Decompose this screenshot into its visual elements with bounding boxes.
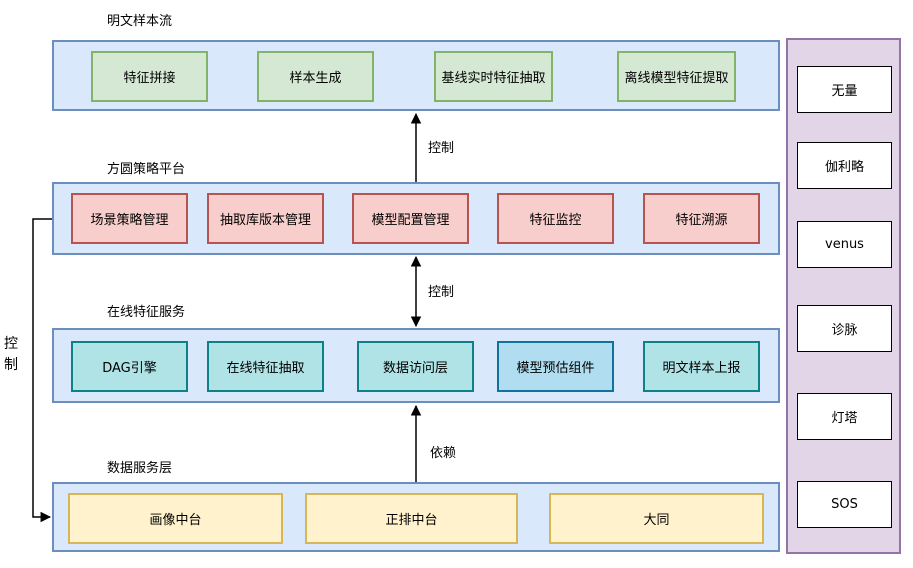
box-model-config-management: 模型配置管理 — [352, 193, 469, 244]
layer-title-online-feature-service: 在线特征服务 — [107, 305, 186, 320]
edge-label-control-top: 控制 — [428, 141, 455, 156]
box-scene-strategy-management: 场景策略管理 — [71, 193, 188, 244]
box-feature-tracing: 特征溯源 — [643, 193, 760, 244]
box-data-access-layer: 数据访问层 — [357, 341, 474, 392]
box-feature-stitching: 特征拼接 — [91, 51, 208, 102]
box-forward-index-middle-platform: 正排中台 — [305, 493, 518, 544]
box-feature-monitoring: 特征监控 — [497, 193, 614, 244]
box-extraction-lib-version-management: 抽取库版本管理 — [207, 193, 324, 244]
box-sample-generation: 样本生成 — [257, 51, 374, 102]
side-item-wuliang: 无量 — [797, 66, 892, 113]
side-item-sos: SOS — [797, 481, 892, 528]
layer-title-data-service-layer: 数据服务层 — [107, 461, 173, 476]
side-item-dengta: 灯塔 — [797, 393, 892, 440]
box-profile-middle-platform: 画像中台 — [68, 493, 283, 544]
box-offline-model-feature-extraction: 离线模型特征提取 — [617, 51, 736, 102]
side-item-galileo: 伽利略 — [797, 142, 892, 189]
layer-title-fangyuan-platform: 方圆策略平台 — [107, 162, 186, 177]
arrow-platform-to-data-layer — [32, 218, 52, 523]
box-online-feature-extraction: 在线特征抽取 — [207, 341, 324, 392]
side-item-venus: venus — [797, 221, 892, 268]
box-model-prediction-component: 模型预估组件 — [497, 341, 614, 392]
edge-label-control-middle: 控制 — [428, 285, 455, 300]
layer-online-feature-service: DAG引擎 在线特征抽取 数据访问层 模型预估组件 明文样本上报 — [52, 328, 780, 403]
layer-title-plain-sample-flow: 明文样本流 — [107, 14, 173, 29]
box-datong: 大同 — [549, 493, 764, 544]
layer-fangyuan-platform: 场景策略管理 抽取库版本管理 模型配置管理 特征监控 特征溯源 — [52, 182, 780, 255]
box-baseline-realtime-feature-extraction: 基线实时特征抽取 — [434, 51, 553, 102]
box-plain-sample-report: 明文样本上报 — [643, 341, 760, 392]
side-tools-panel: 无量 伽利略 venus 诊脉 灯塔 SOS — [786, 38, 901, 554]
edge-label-control-left: 控制 — [4, 336, 18, 373]
layer-plain-sample-flow: 特征拼接 样本生成 基线实时特征抽取 离线模型特征提取 — [52, 40, 780, 111]
edge-label-depends: 依赖 — [430, 446, 457, 461]
layer-data-service-layer: 画像中台 正排中台 大同 — [52, 482, 780, 552]
box-dag-engine: DAG引擎 — [71, 341, 188, 392]
side-item-zhenmai: 诊脉 — [797, 305, 892, 352]
